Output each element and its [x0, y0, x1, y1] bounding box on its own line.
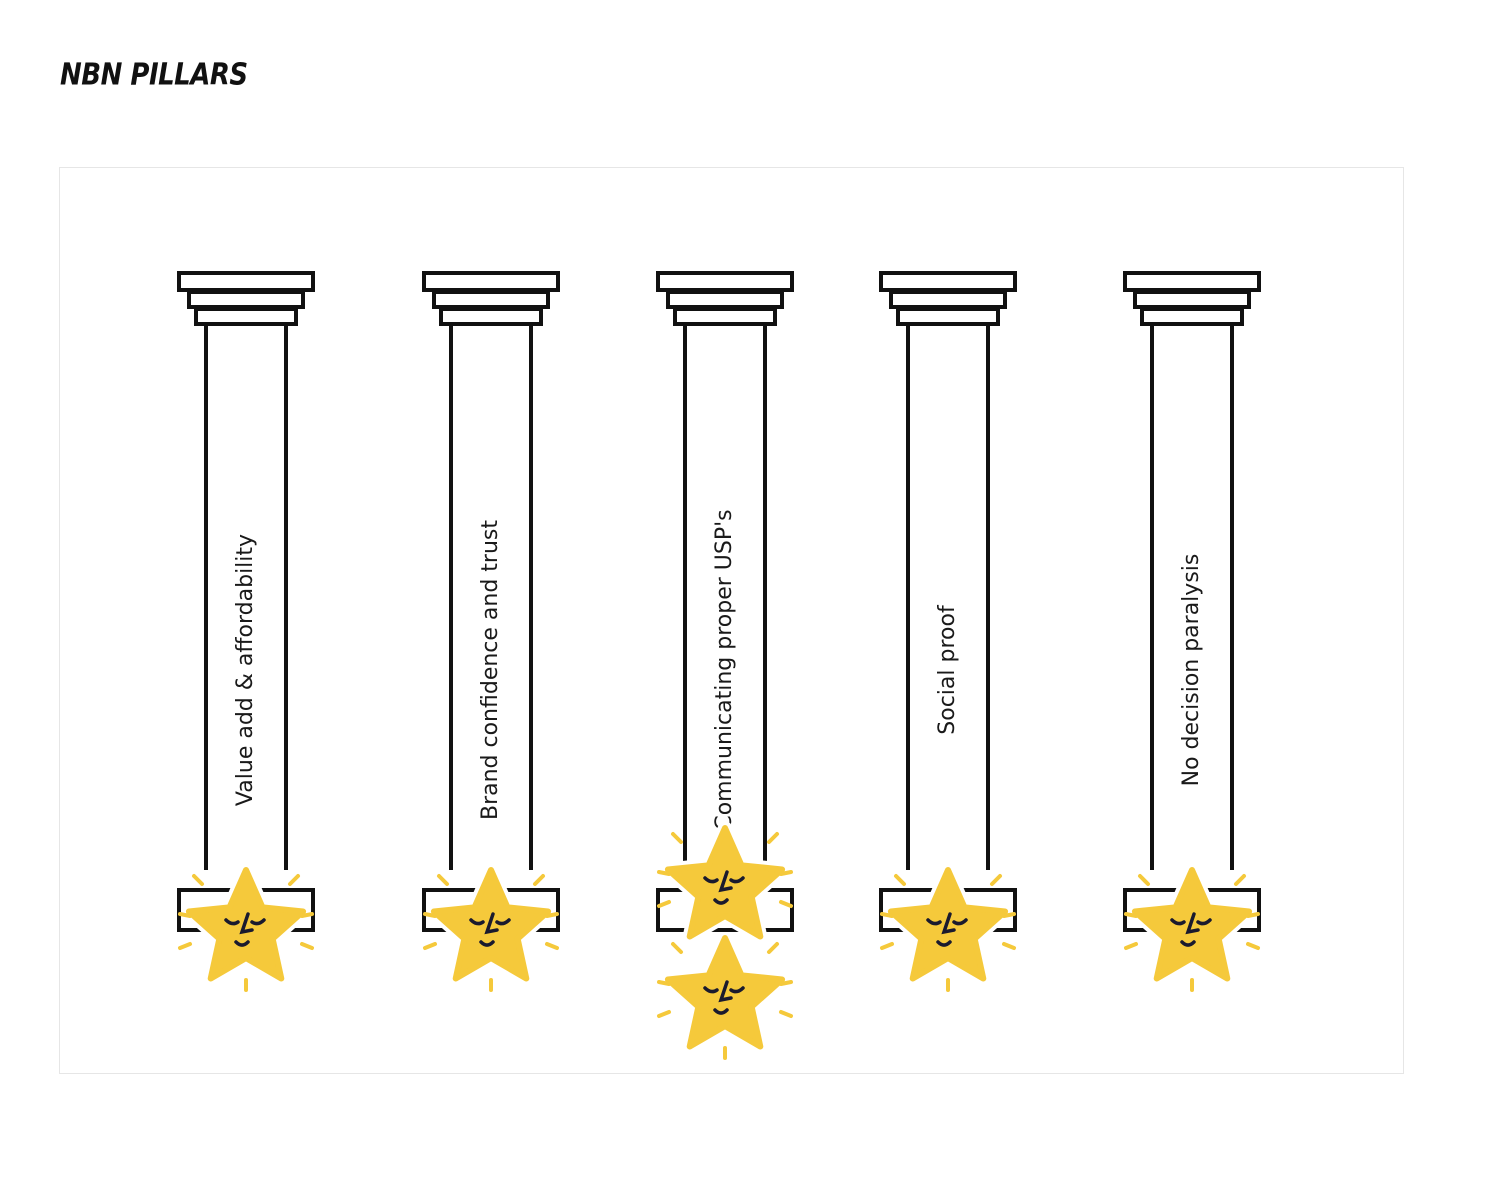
happy-star-icon: [878, 863, 1018, 994]
pillar-label: Social proof: [935, 605, 960, 735]
pillar-2: Brand confidence and trust: [421, 270, 561, 940]
pillar-4: Social proof: [878, 270, 1018, 940]
pillar-5: No decision paralysis: [1122, 270, 1262, 940]
happy-star-icon: [176, 863, 316, 994]
happy-star-icon: [655, 821, 795, 952]
pillar-label: Value add & affordability: [233, 533, 258, 807]
happy-star-icon: [1122, 863, 1262, 994]
pillar-label: Brand confidence and trust: [478, 519, 503, 821]
page-title: NBN PILLARS: [60, 58, 248, 93]
pillar-label: No decision paralysis: [1179, 553, 1204, 787]
pillar-1: Value add & affordability: [176, 270, 316, 940]
happy-star-icon: [655, 931, 795, 1062]
happy-star-icon: [421, 863, 561, 994]
